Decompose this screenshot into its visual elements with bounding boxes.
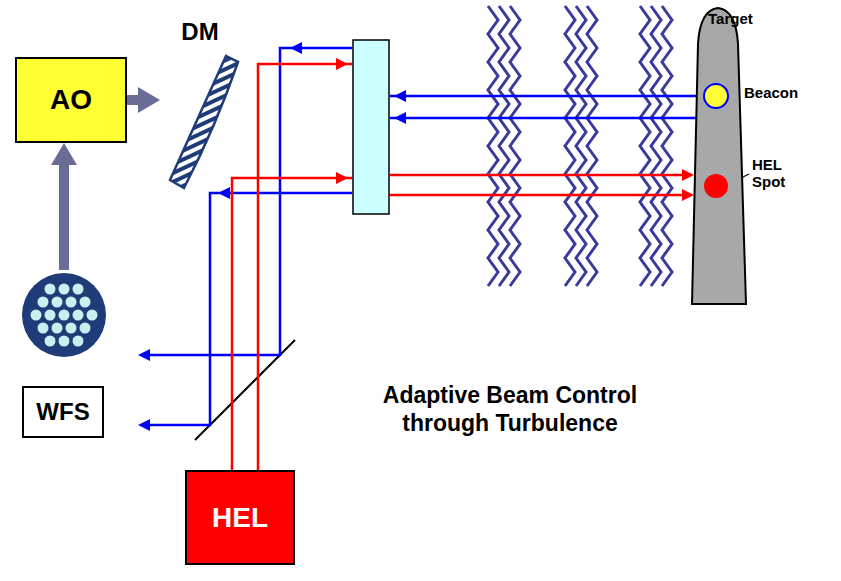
hel-arrowheads (336, 58, 694, 201)
laser-box: HEL (185, 470, 295, 565)
turbulence-layers (488, 6, 672, 286)
turbulence-zigzag (640, 6, 650, 286)
node-label: AO (50, 84, 92, 116)
beacon-return-beams (142, 48, 697, 425)
part-label: HEL Spot (752, 156, 800, 190)
part-label: Beacon (744, 84, 798, 101)
mirror-surface (170, 56, 238, 188)
sensor-box: WFS (22, 386, 104, 438)
control-arrow (59, 165, 69, 270)
wavefront-sensor: WFS (20, 270, 108, 438)
turbulence-zigzag (587, 6, 597, 286)
turbulence-zigzag (662, 6, 672, 286)
control-arrow (127, 95, 138, 105)
beam-director-window (353, 40, 389, 214)
node-label: DM (181, 18, 218, 46)
turbulence-zigzag (499, 6, 509, 286)
turbulence-zigzag (488, 6, 498, 286)
turbulence-zigzag (510, 6, 520, 286)
controller-box: AO (15, 57, 127, 143)
hel-spot (704, 174, 728, 198)
lenslet-array (20, 270, 108, 362)
diagram-title: Adaptive Beam Control through Turbulence (365, 382, 655, 437)
node-label: WFS (36, 398, 89, 426)
turbulence-zigzag (651, 6, 661, 286)
turbulence-zigzag (576, 6, 586, 286)
deformable-mirror: DM (160, 18, 240, 195)
node-label: Target (708, 10, 753, 27)
hel-beams (232, 64, 688, 470)
beacon-arrowheads (138, 42, 406, 431)
node-label: HEL (212, 502, 268, 534)
beacon-spot (704, 84, 728, 108)
turbulence-zigzag (565, 6, 575, 286)
